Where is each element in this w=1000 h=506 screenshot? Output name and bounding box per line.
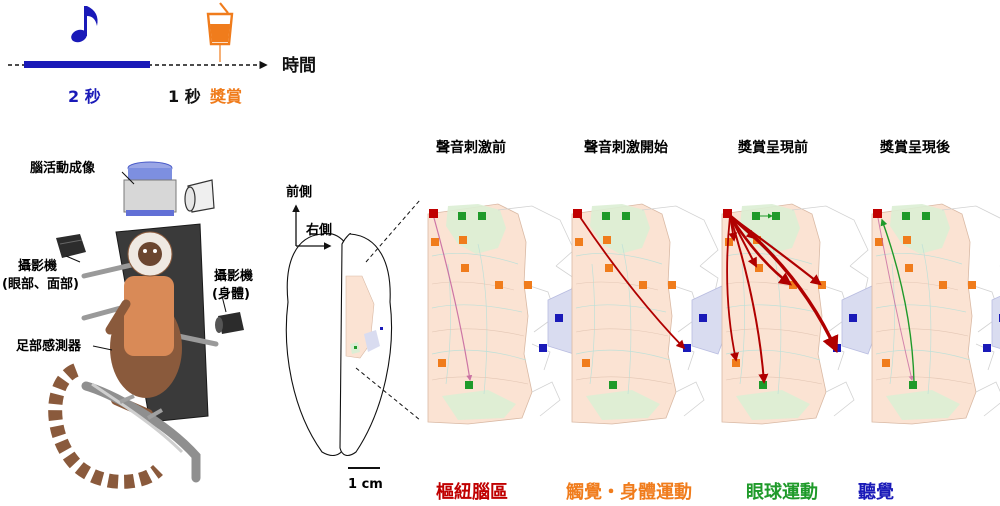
body-camera-label-line2: (身體) — [212, 286, 250, 302]
panel-sound-onset — [571, 203, 731, 425]
reward-label: 獎賞 — [209, 87, 242, 106]
legend: 樞紐腦區 觸覺・身體運動 眼球運動 聽覺 — [436, 481, 894, 503]
body-camera-icon — [215, 312, 244, 334]
panel-after-reward — [871, 203, 1000, 425]
time-axis-label: 時間 — [282, 55, 316, 76]
imaging-objective-icon — [123, 161, 177, 216]
orientation-axes — [292, 204, 332, 250]
timeline: 2 秒 1 秒 獎賞 時間 — [8, 2, 316, 106]
delay-duration-label: 1 秒 — [168, 87, 201, 106]
legend-somatomotor: 觸覺・身體運動 — [566, 481, 692, 503]
panel-title-sound-onset: 聲音刺激開始 — [584, 139, 668, 156]
juice-cup-icon — [206, 2, 234, 62]
foot-sensor-label: 足部感測器 — [16, 338, 82, 354]
sound-period-bar — [24, 61, 150, 68]
panel-before-sound — [427, 203, 587, 425]
face-camera-icon — [184, 179, 215, 213]
brain-dorsal-view — [285, 199, 421, 457]
panel-title-before-sound: 聲音刺激前 — [436, 139, 506, 156]
legend-oculomotor: 眼球運動 — [746, 481, 818, 503]
scale-bar-label: 1 cm — [348, 477, 383, 492]
legend-auditory: 聽覺 — [858, 481, 894, 503]
sound-duration-label: 2 秒 — [68, 87, 101, 106]
body-camera-label-line1: 攝影機 — [214, 268, 253, 284]
anterior-label: 前側 — [286, 184, 312, 200]
imaging-label: 腦活動成像 — [30, 160, 96, 176]
panel-before-reward — [721, 203, 881, 425]
face-camera-label-line2: (眼部、面部) — [2, 276, 79, 292]
foot-sensor-icon — [81, 381, 201, 483]
panel-title-before-reward: 獎賞呈現前 — [737, 139, 808, 156]
right-label: 右側 — [305, 222, 332, 238]
music-note-icon — [71, 6, 98, 43]
panel-title-after-reward: 獎賞呈現後 — [879, 139, 951, 156]
face-camera-label-line1: 攝影機 — [18, 258, 57, 274]
eye-face-camera-icon — [56, 234, 86, 258]
legend-hub: 樞紐腦區 — [436, 481, 508, 503]
apparatus-illustration — [48, 161, 244, 489]
